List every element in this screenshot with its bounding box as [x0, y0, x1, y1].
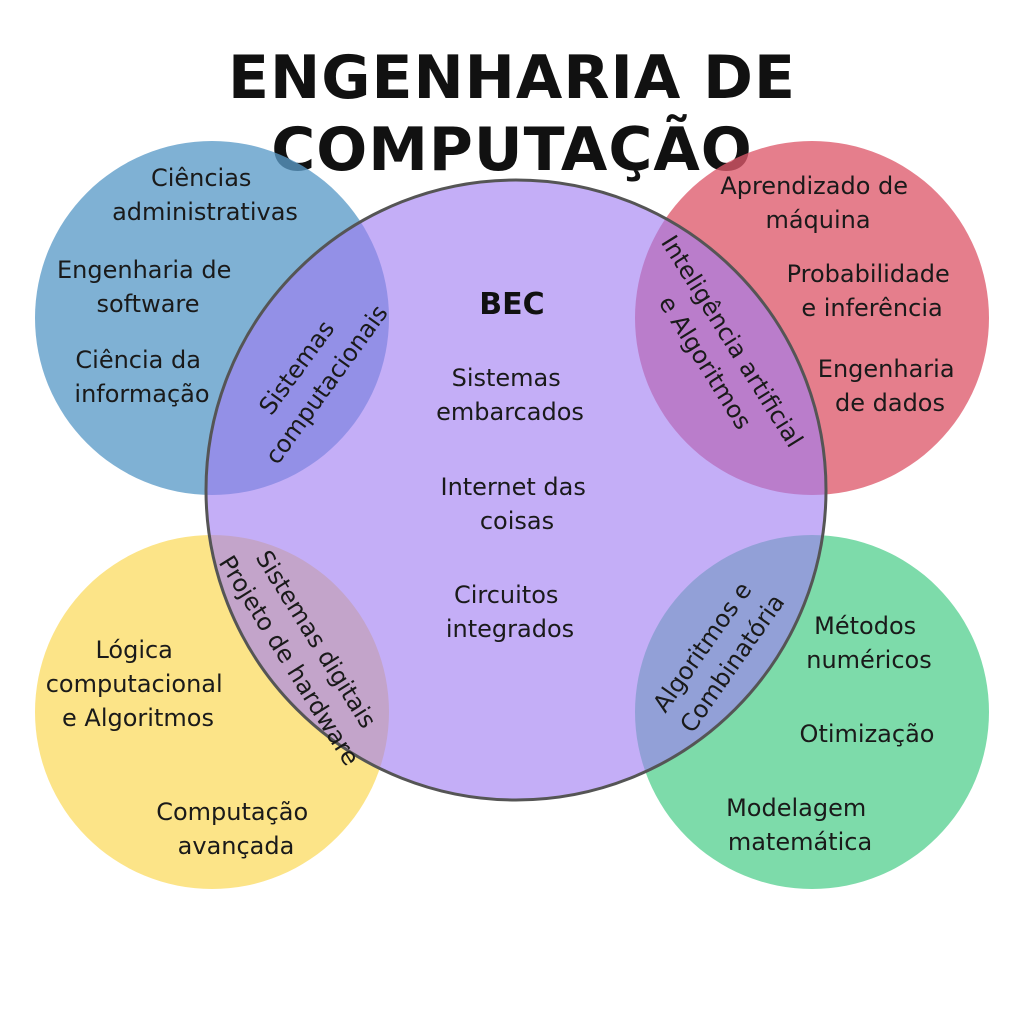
bottom-right-item-2: Otimização	[800, 720, 935, 748]
top-left-item-1: Ciências administrativas	[112, 164, 298, 226]
top-right-item-3: Engenharia de dados	[818, 355, 962, 417]
center-item-2: Internet das coisas	[440, 473, 593, 535]
bottom-right-item-1: Métodos numéricos	[806, 612, 931, 674]
center-heading: BEC	[479, 287, 544, 322]
bottom-left-item-1: Lógica computacional e Algoritmos	[46, 636, 231, 732]
center-item-3: Circuitos integrados	[446, 581, 574, 643]
page-title: ENGENHARIA DE COMPUTAÇÃO	[228, 43, 796, 185]
bottom-right-item-3: Modelagem matemática	[726, 794, 874, 856]
center-item-1: Sistemas embarcados	[436, 364, 584, 426]
bottom-left-item-2: Computação avançada	[156, 798, 316, 860]
circle-center	[204, 178, 828, 802]
top-left-item-2: Engenharia de software	[57, 256, 239, 318]
top-right-item-2: Probabilidade e inferência	[787, 260, 958, 322]
top-right-item-1: Aprendizado de máquina	[720, 172, 915, 234]
top-left-item-3: Ciência da informação	[74, 346, 209, 408]
